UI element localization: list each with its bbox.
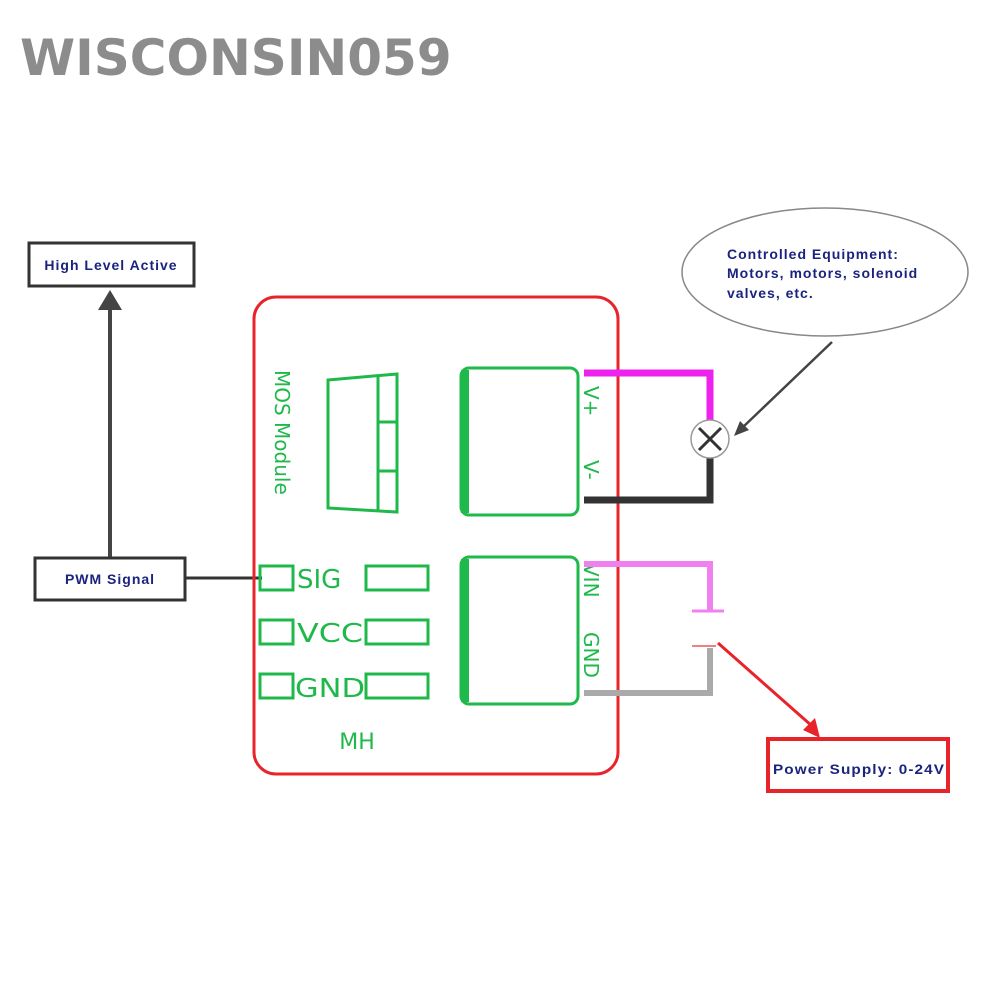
load-positive-wire <box>584 369 714 420</box>
terminal-vin-label: VIN <box>579 563 603 598</box>
pin-row-vcc: VCC <box>258 618 430 649</box>
mosfet-chip-icon <box>326 372 399 514</box>
high-level-active-box: High Level Active <box>27 241 196 288</box>
power-supply-label: Power Supply: 0-24V <box>773 761 945 777</box>
pin-label-sig: SIG <box>297 565 341 595</box>
terminal-v-minus-label: V- <box>579 460 603 480</box>
watermark-text: WISCONSIN059 <box>20 29 452 87</box>
equipment-line-1: Controlled Equipment: <box>727 246 899 262</box>
pin-pad <box>364 564 430 592</box>
module-outline <box>252 295 620 776</box>
equipment-callout-arrow-icon <box>734 421 749 436</box>
terminal-v-plus-label: V+ <box>579 386 603 416</box>
supply-positive-wire <box>584 561 713 610</box>
power-supply-arrow-head-icon <box>803 718 820 738</box>
high-level-active-label: High Level Active <box>44 257 177 273</box>
terminal-gnd-label: GND <box>579 632 603 678</box>
module-model-label: MH <box>339 730 375 755</box>
controlled-equipment-bubble: Controlled Equipment: Motors, motors, so… <box>681 207 969 337</box>
load-lamp-icon <box>690 419 730 459</box>
supply-ground-wire <box>584 648 713 696</box>
load-negative-wire <box>584 458 714 504</box>
pin-label-gnd: GND <box>295 674 365 704</box>
module-title: MOS Module <box>270 370 294 495</box>
pin-pad <box>258 672 295 700</box>
pin-row-sig: SIG <box>258 564 430 595</box>
equipment-callout-line <box>741 341 833 429</box>
pin-pad <box>258 618 295 646</box>
pwm-signal-label: PWM Signal <box>65 571 155 587</box>
pin-pad <box>364 618 430 646</box>
signal-arrow-head-icon <box>98 290 122 310</box>
equipment-line-3: valves, etc. <box>727 285 814 301</box>
pin-pad <box>258 564 295 592</box>
pin-pad <box>364 672 430 700</box>
pwm-signal-box: PWM Signal <box>33 556 187 602</box>
equipment-line-2: Motors, motors, solenoid <box>727 265 918 281</box>
pin-row-gnd: GND <box>258 672 430 704</box>
power-supply-box: Power Supply: 0-24V <box>766 737 950 793</box>
output-terminal-block <box>459 366 580 517</box>
pin-label-vcc: VCC <box>297 619 363 649</box>
input-terminal-block <box>459 555 580 706</box>
power-supply-arrow-line <box>717 641 813 728</box>
